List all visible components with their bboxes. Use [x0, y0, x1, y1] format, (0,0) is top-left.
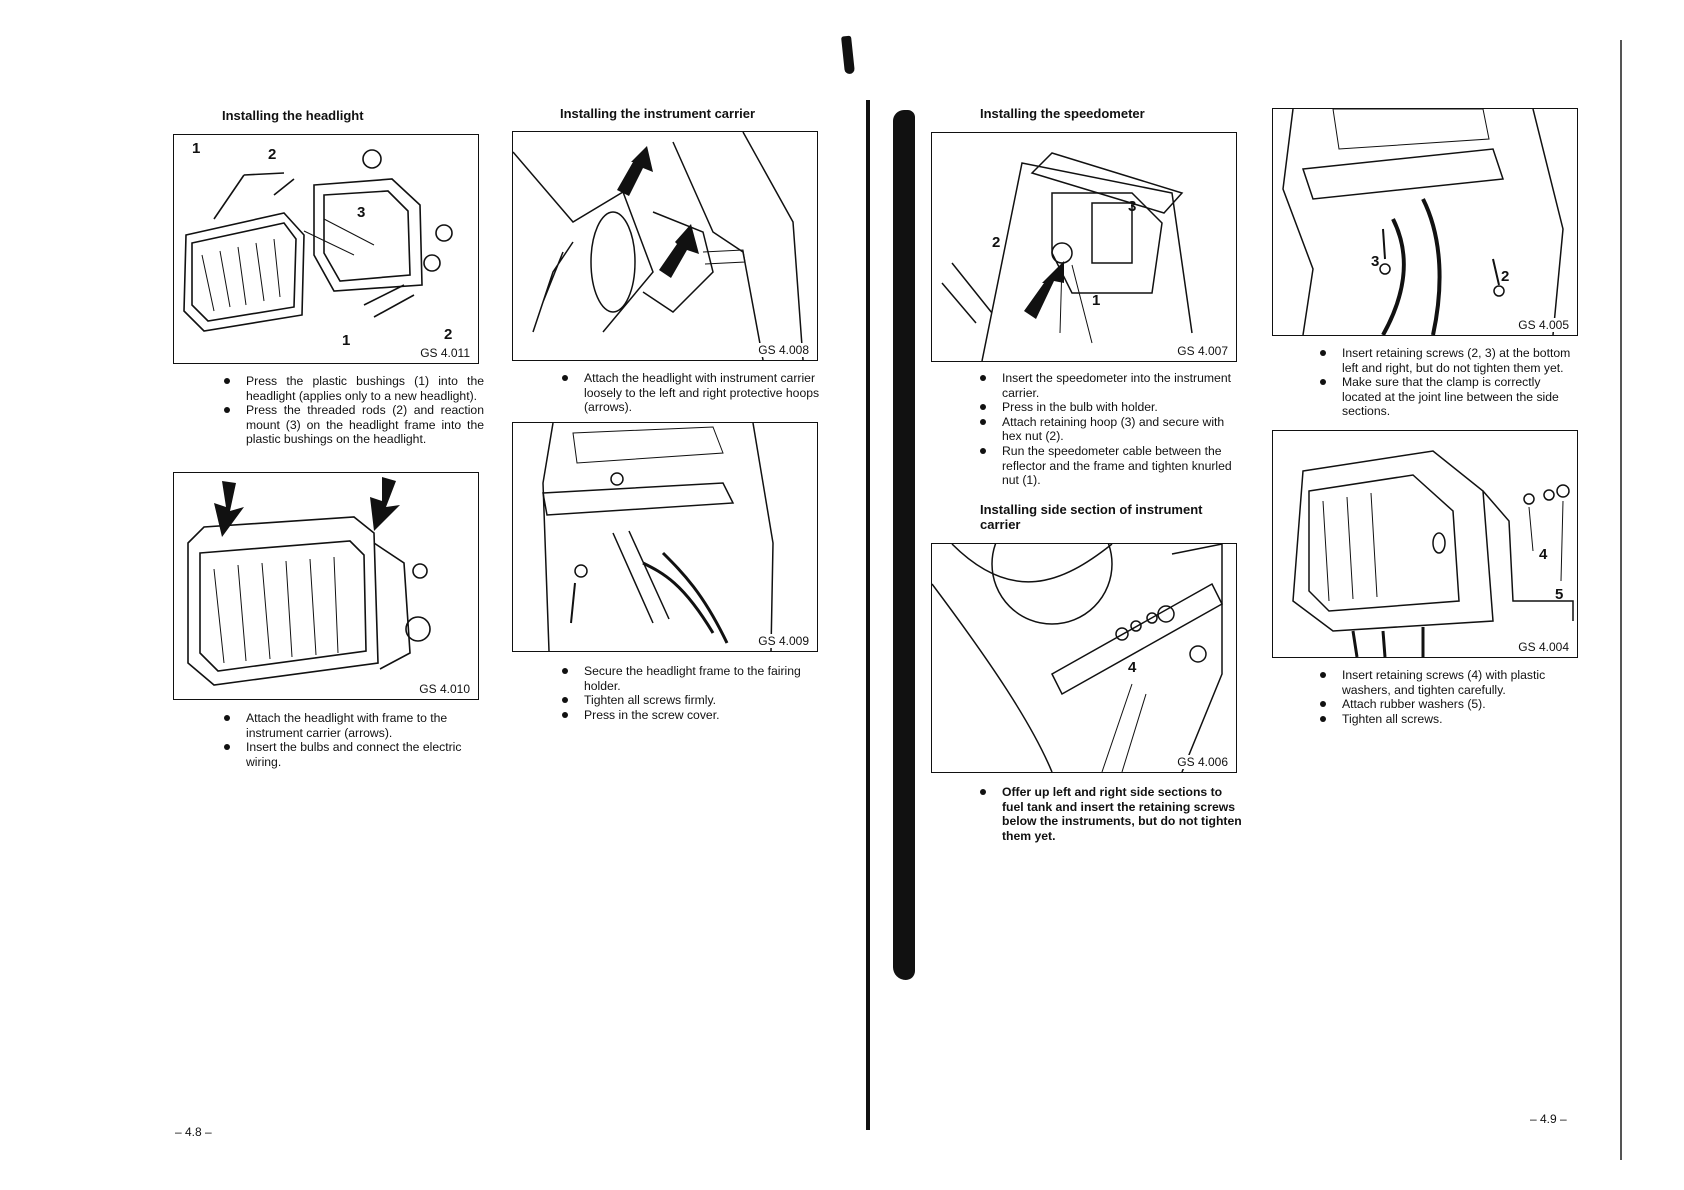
section-heading: Installing the instrument carrier [560, 106, 756, 121]
bullet-item: Insert the speedometer into the instrume… [978, 371, 1242, 400]
bullets-headlight-1: Press the plastic bushings (1) into the … [222, 374, 484, 447]
bullet-item: Offer up left and right side sections to… [978, 785, 1242, 843]
bullets-headlight-2: Attach the headlight with frame to the i… [222, 711, 484, 769]
bullet-item: Attach the headlight with frame to the i… [222, 711, 484, 740]
headlight-frame-holder-drawing [542, 423, 774, 651]
figure-gs-4-007: 2 3 1 GS 4.007 [931, 132, 1237, 362]
figure-label: GS 4.004 [1516, 640, 1571, 654]
callout-1-lower: 1 [342, 332, 351, 349]
figure-label: GS 4.011 [418, 346, 472, 360]
figure-gs-4-010: GS 4.010 [173, 472, 479, 700]
bullet-item: Insert retaining screws (4) with plastic… [1318, 668, 1582, 697]
callout-5: 5 [1555, 586, 1564, 603]
figure-label: GS 4.009 [756, 634, 811, 648]
callout-2-lower: 2 [444, 326, 453, 343]
callout-2: 2 [992, 234, 1001, 251]
figure-label: GS 4.008 [756, 343, 811, 357]
figure-label: GS 4.006 [1175, 755, 1230, 769]
callout-1: 1 [1092, 292, 1101, 309]
callout-3: 3 [357, 204, 366, 221]
side-section-drawing [932, 544, 1223, 772]
retaining-screws-drawing [1282, 109, 1564, 335]
figure-gs-4-004: 4 5 GS 4.004 [1272, 430, 1578, 658]
bullet-item: Press the threaded rods (2) and reaction… [222, 403, 484, 447]
section-heading: Installing the speedometer [980, 106, 1145, 121]
headlight-exploded-drawing [183, 149, 453, 332]
figure-gs-4-008: GS 4.008 [512, 131, 818, 361]
figure-label: GS 4.007 [1175, 344, 1230, 358]
bullet-item: Insert retaining screws (2, 3) at the bo… [1318, 346, 1582, 375]
callout-3: 3 [1128, 198, 1137, 215]
instrument-carrier-drawing [513, 132, 804, 360]
book-spine-shadow [893, 110, 915, 980]
bullet-item: Tighten all screws firmly. [560, 693, 822, 708]
bullet-item: Attach retaining hoop (3) and secure wit… [978, 415, 1242, 444]
bullet-item: Attach rubber washers (5). [1318, 697, 1582, 712]
callout-4: 4 [1128, 659, 1137, 676]
page-number-left: – 4.8 – [175, 1125, 212, 1139]
headlight-frame-drawing [187, 477, 431, 686]
bullets-instrument-carrier-1: Attach the headlight with instrument car… [560, 371, 822, 415]
page-number-right: – 4.9 – [1530, 1112, 1567, 1126]
callout-1: 1 [192, 140, 201, 157]
rubber-washers-drawing [1292, 450, 1574, 657]
callout-2: 2 [1501, 268, 1510, 285]
page-edge [1620, 40, 1622, 1160]
bullet-item: Run the speedometer cable between the re… [978, 444, 1242, 488]
section-installing-instrument-carrier: Installing the instrument carrier [560, 106, 755, 121]
bullet-item: Press in the bulb with holder. [978, 400, 1242, 415]
section-heading: Installing side section of instrument ca… [980, 502, 1203, 532]
bullet-item: Insert the bulbs and connect the electri… [222, 740, 484, 769]
scan-mark [841, 35, 855, 75]
bullet-item: Press the plastic bushings (1) into the … [222, 374, 484, 403]
speedometer-drawing [941, 152, 1193, 361]
section-installing-headlight: Installing the headlight [222, 108, 364, 123]
bullets-instrument-carrier-2: Secure the headlight frame to the fairin… [560, 664, 822, 722]
section-heading: Installing the headlight [222, 108, 364, 123]
section-installing-speedometer: Installing the speedometer [980, 106, 1145, 121]
bullet-item: Secure the headlight frame to the fairin… [560, 664, 822, 693]
figure-gs-4-005: 3 2 GS 4.005 [1272, 108, 1578, 336]
book-spine-line [866, 100, 870, 1130]
bullet-item: Attach the headlight with instrument car… [560, 371, 822, 415]
bullets-speedometer: Insert the speedometer into the instrume… [978, 371, 1242, 488]
callout-4: 4 [1539, 546, 1548, 563]
bullet-item: Make sure that the clamp is correctly lo… [1318, 375, 1582, 419]
bullet-item: Press in the screw cover. [560, 708, 822, 723]
callout-3: 3 [1371, 253, 1380, 270]
section-installing-side-section: Installing side section of instrument ca… [980, 502, 1245, 532]
bullet-item: Tighten all screws. [1318, 712, 1582, 727]
figure-gs-4-009: GS 4.009 [512, 422, 818, 652]
callout-2: 2 [268, 146, 277, 163]
figure-label: GS 4.005 [1516, 318, 1571, 332]
bullets-side-section: Offer up left and right side sections to… [978, 785, 1242, 843]
figure-gs-4-011: 1 2 3 2 1 GS 4.011 [173, 134, 479, 364]
figure-label: GS 4.010 [417, 682, 472, 696]
bullets-retaining-screws: Insert retaining screws (2, 3) at the bo… [1318, 346, 1582, 419]
bullets-rubber-washers: Insert retaining screws (4) with plastic… [1318, 668, 1582, 726]
figure-gs-4-006: 4 GS 4.006 [931, 543, 1237, 773]
